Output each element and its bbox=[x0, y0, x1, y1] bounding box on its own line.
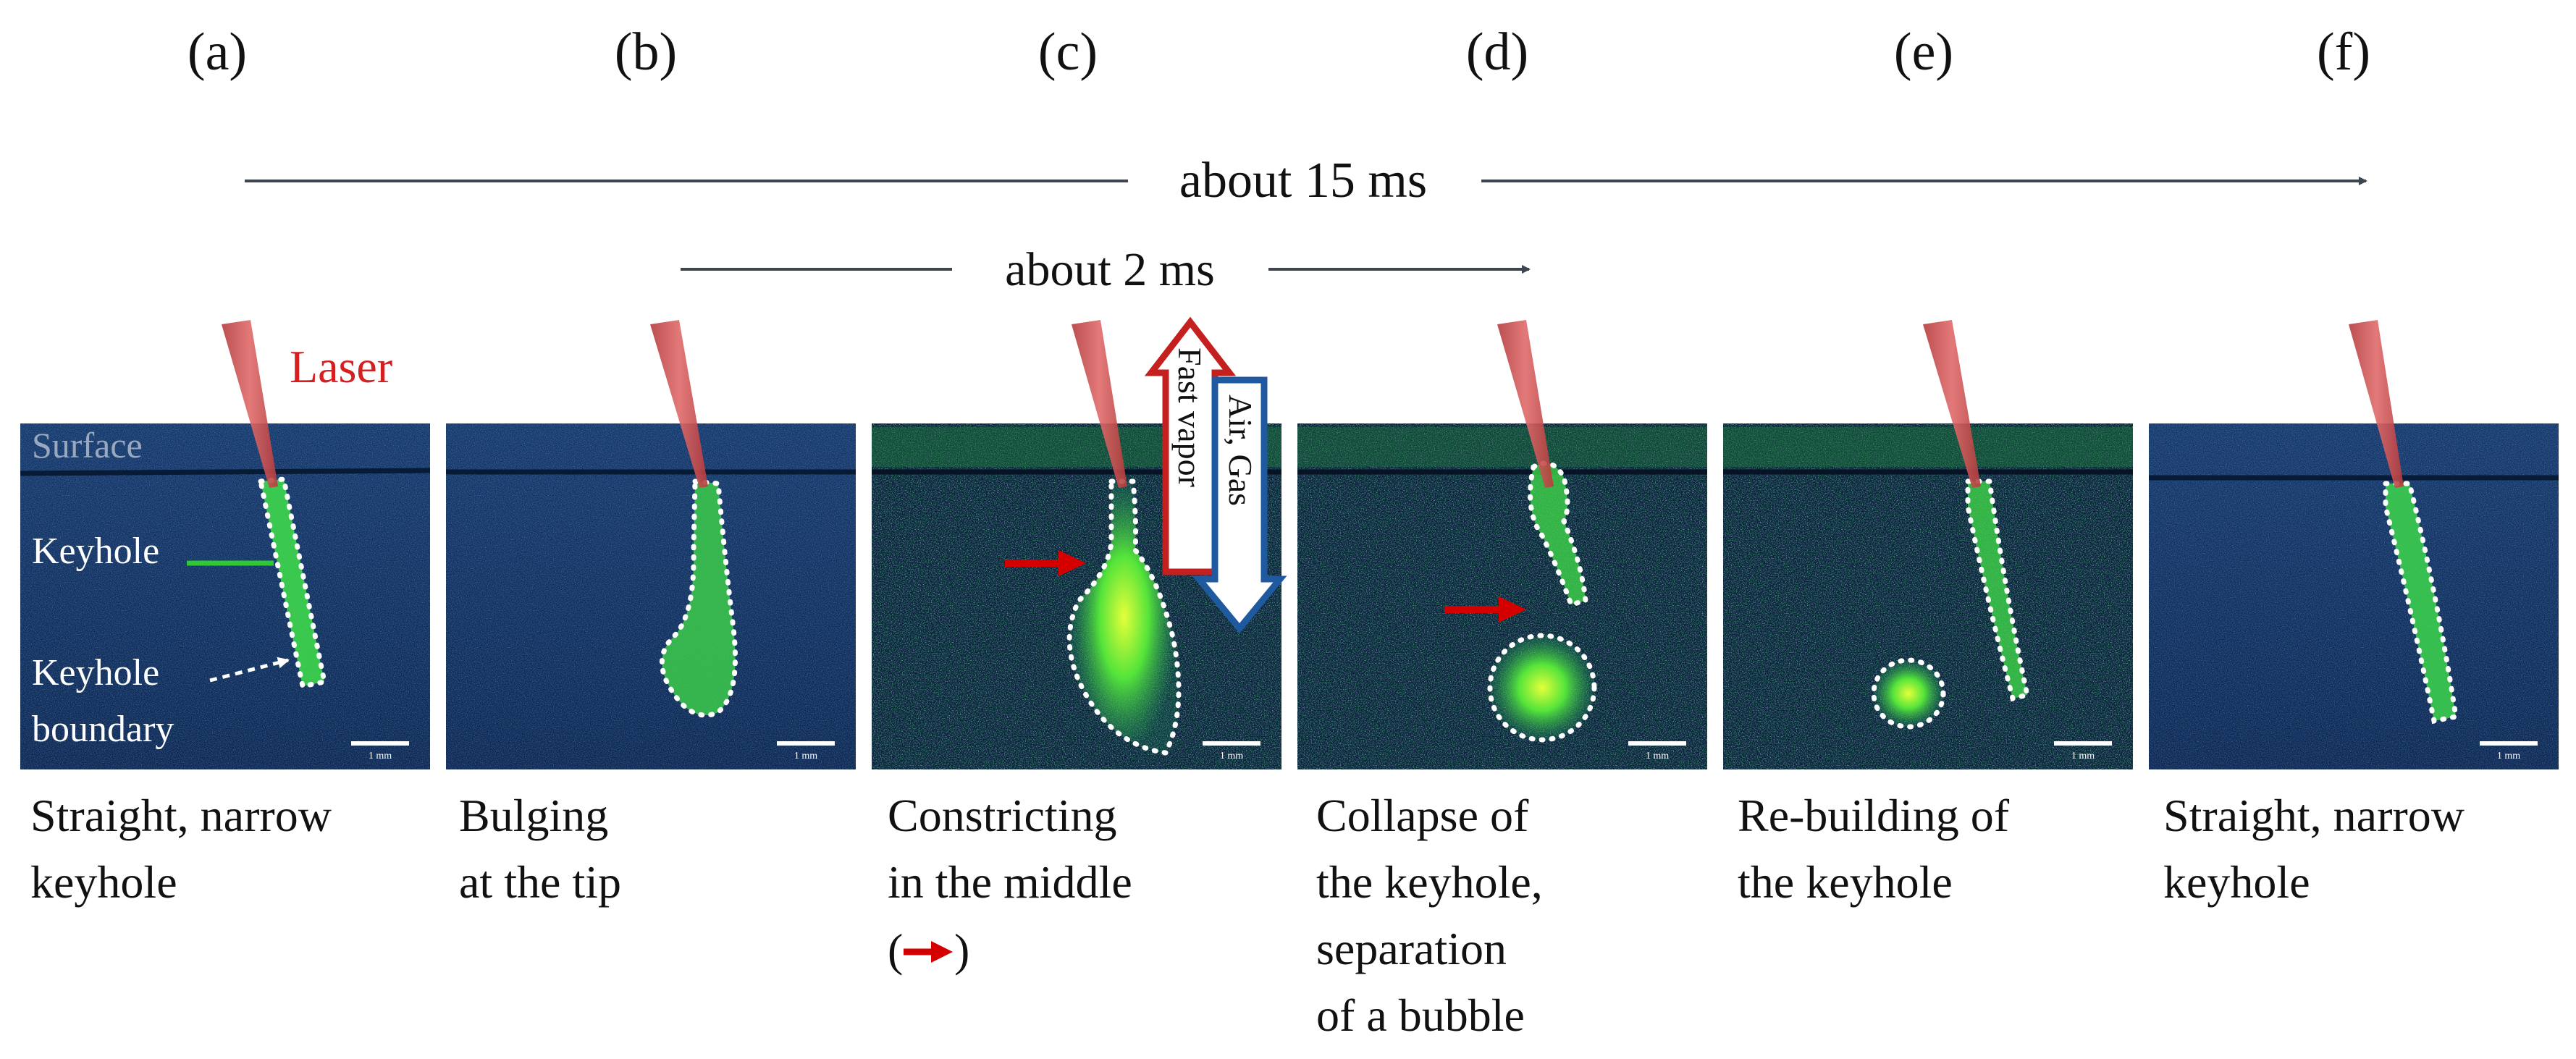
caption-a-line-1: Straight, narrow bbox=[30, 790, 332, 841]
keyhole-e bbox=[1871, 478, 2031, 730]
caption-d-line-4: of a bubble bbox=[1316, 990, 1525, 1041]
panel-letters: (a) (b) (c) (d) (e) (f) bbox=[188, 22, 2370, 82]
scale-bar-label-f: 1 mm bbox=[2497, 751, 2520, 761]
laser-beams bbox=[222, 320, 2404, 488]
scale-bar-e: 1 mm bbox=[2054, 741, 2112, 761]
air-gas-label: Air, Gas bbox=[1222, 395, 1259, 506]
laser-beam-a bbox=[222, 320, 278, 488]
scale-bar-label-e: 1 mm bbox=[2071, 751, 2095, 761]
panel-letter-f: (f) bbox=[2317, 22, 2370, 82]
laser-beam-f bbox=[2349, 320, 2404, 488]
caption-a-line-2: keyhole bbox=[30, 856, 177, 908]
caption-e-line-2: the keyhole bbox=[1738, 856, 1953, 908]
panel-letter-d: (d) bbox=[1466, 22, 1528, 82]
timeline-long: about 15 ms bbox=[245, 153, 2367, 208]
scale-bar-label-a: 1 mm bbox=[369, 751, 392, 761]
laser-label: Laser bbox=[290, 341, 392, 392]
laser-beam-b bbox=[650, 320, 708, 488]
keyhole-f bbox=[2383, 481, 2459, 725]
caption-c-red-arrow-icon bbox=[904, 941, 953, 963]
timeline-long-label: about 15 ms bbox=[1179, 153, 1427, 208]
panel-frames bbox=[20, 423, 2559, 769]
air-gas-arrow: Air, Gas bbox=[1192, 376, 1287, 634]
constriction-arrow-d bbox=[1445, 596, 1526, 623]
panel-letter-c: (c) bbox=[1038, 22, 1098, 82]
caption-c-marker-open: ( bbox=[888, 924, 903, 976]
caption-c-line-1: Constricting bbox=[888, 790, 1116, 841]
frame-a bbox=[20, 423, 431, 769]
keyhole-b bbox=[659, 478, 738, 718]
scale-bar-b: 1 mm bbox=[777, 741, 835, 761]
caption-f-line-1: Straight, narrow bbox=[2163, 790, 2465, 841]
scale-bar-c: 1 mm bbox=[1203, 741, 1260, 761]
caption-b-line-2: at the tip bbox=[459, 856, 621, 908]
caption-e-line-1: Re-building of bbox=[1738, 790, 2010, 841]
captions: Straight, narrow keyhole Bulging at the … bbox=[30, 790, 2465, 1041]
laser-beam-c bbox=[1072, 320, 1127, 488]
keyhole-boundary-label-2: boundary bbox=[32, 709, 174, 750]
fast-vapor-label: Fast vapor bbox=[1171, 347, 1208, 487]
caption-f-line-2: keyhole bbox=[2163, 856, 2310, 908]
caption-c-marker-close: ) bbox=[954, 924, 969, 976]
frame-f bbox=[2149, 423, 2559, 769]
laser-beam-e bbox=[1923, 320, 1981, 488]
frame-e bbox=[1723, 423, 2133, 769]
scale-bar-label-b: 1 mm bbox=[794, 751, 817, 761]
panel-letter-b: (b) bbox=[615, 22, 677, 82]
scale-bars: 1 mm 1 mm 1 mm 1 mm 1 mm 1 mm bbox=[351, 741, 2538, 761]
caption-d-line-2: the keyhole, bbox=[1316, 856, 1543, 908]
scale-bar-label-d: 1 mm bbox=[1646, 751, 1669, 761]
scale-bar-f: 1 mm bbox=[2480, 741, 2538, 761]
timeline-short-label: about 2 ms bbox=[1005, 243, 1215, 296]
keyhole-d bbox=[1487, 460, 1597, 743]
keyhole-c bbox=[1066, 478, 1182, 756]
caption-c-line-2: in the middle bbox=[888, 856, 1132, 908]
keyhole-label: Keyhole bbox=[32, 531, 159, 572]
scale-bar-d: 1 mm bbox=[1628, 741, 1686, 761]
timeline-short: about 2 ms bbox=[681, 243, 1531, 296]
caption-b-line-1: Bulging bbox=[459, 790, 608, 841]
panel-letter-e: (e) bbox=[1894, 22, 1953, 82]
scale-bar-a: 1 mm bbox=[351, 741, 409, 761]
surface-label: Surface bbox=[32, 425, 143, 465]
keyhole-boundary-label-1: Keyhole bbox=[32, 652, 159, 693]
keyhole-a bbox=[257, 476, 328, 690]
panel-letter-a: (a) bbox=[188, 22, 247, 82]
constriction-arrow-c bbox=[1005, 550, 1086, 576]
keyholes bbox=[257, 460, 2459, 756]
scale-bar-label-c: 1 mm bbox=[1220, 751, 1243, 761]
laser-beam-d bbox=[1497, 320, 1554, 488]
frame-b bbox=[446, 423, 856, 769]
caption-d-line-1: Collapse of bbox=[1316, 790, 1529, 841]
keyhole-boundary-pointer bbox=[209, 657, 290, 683]
caption-d-line-3: separation bbox=[1316, 923, 1507, 974]
